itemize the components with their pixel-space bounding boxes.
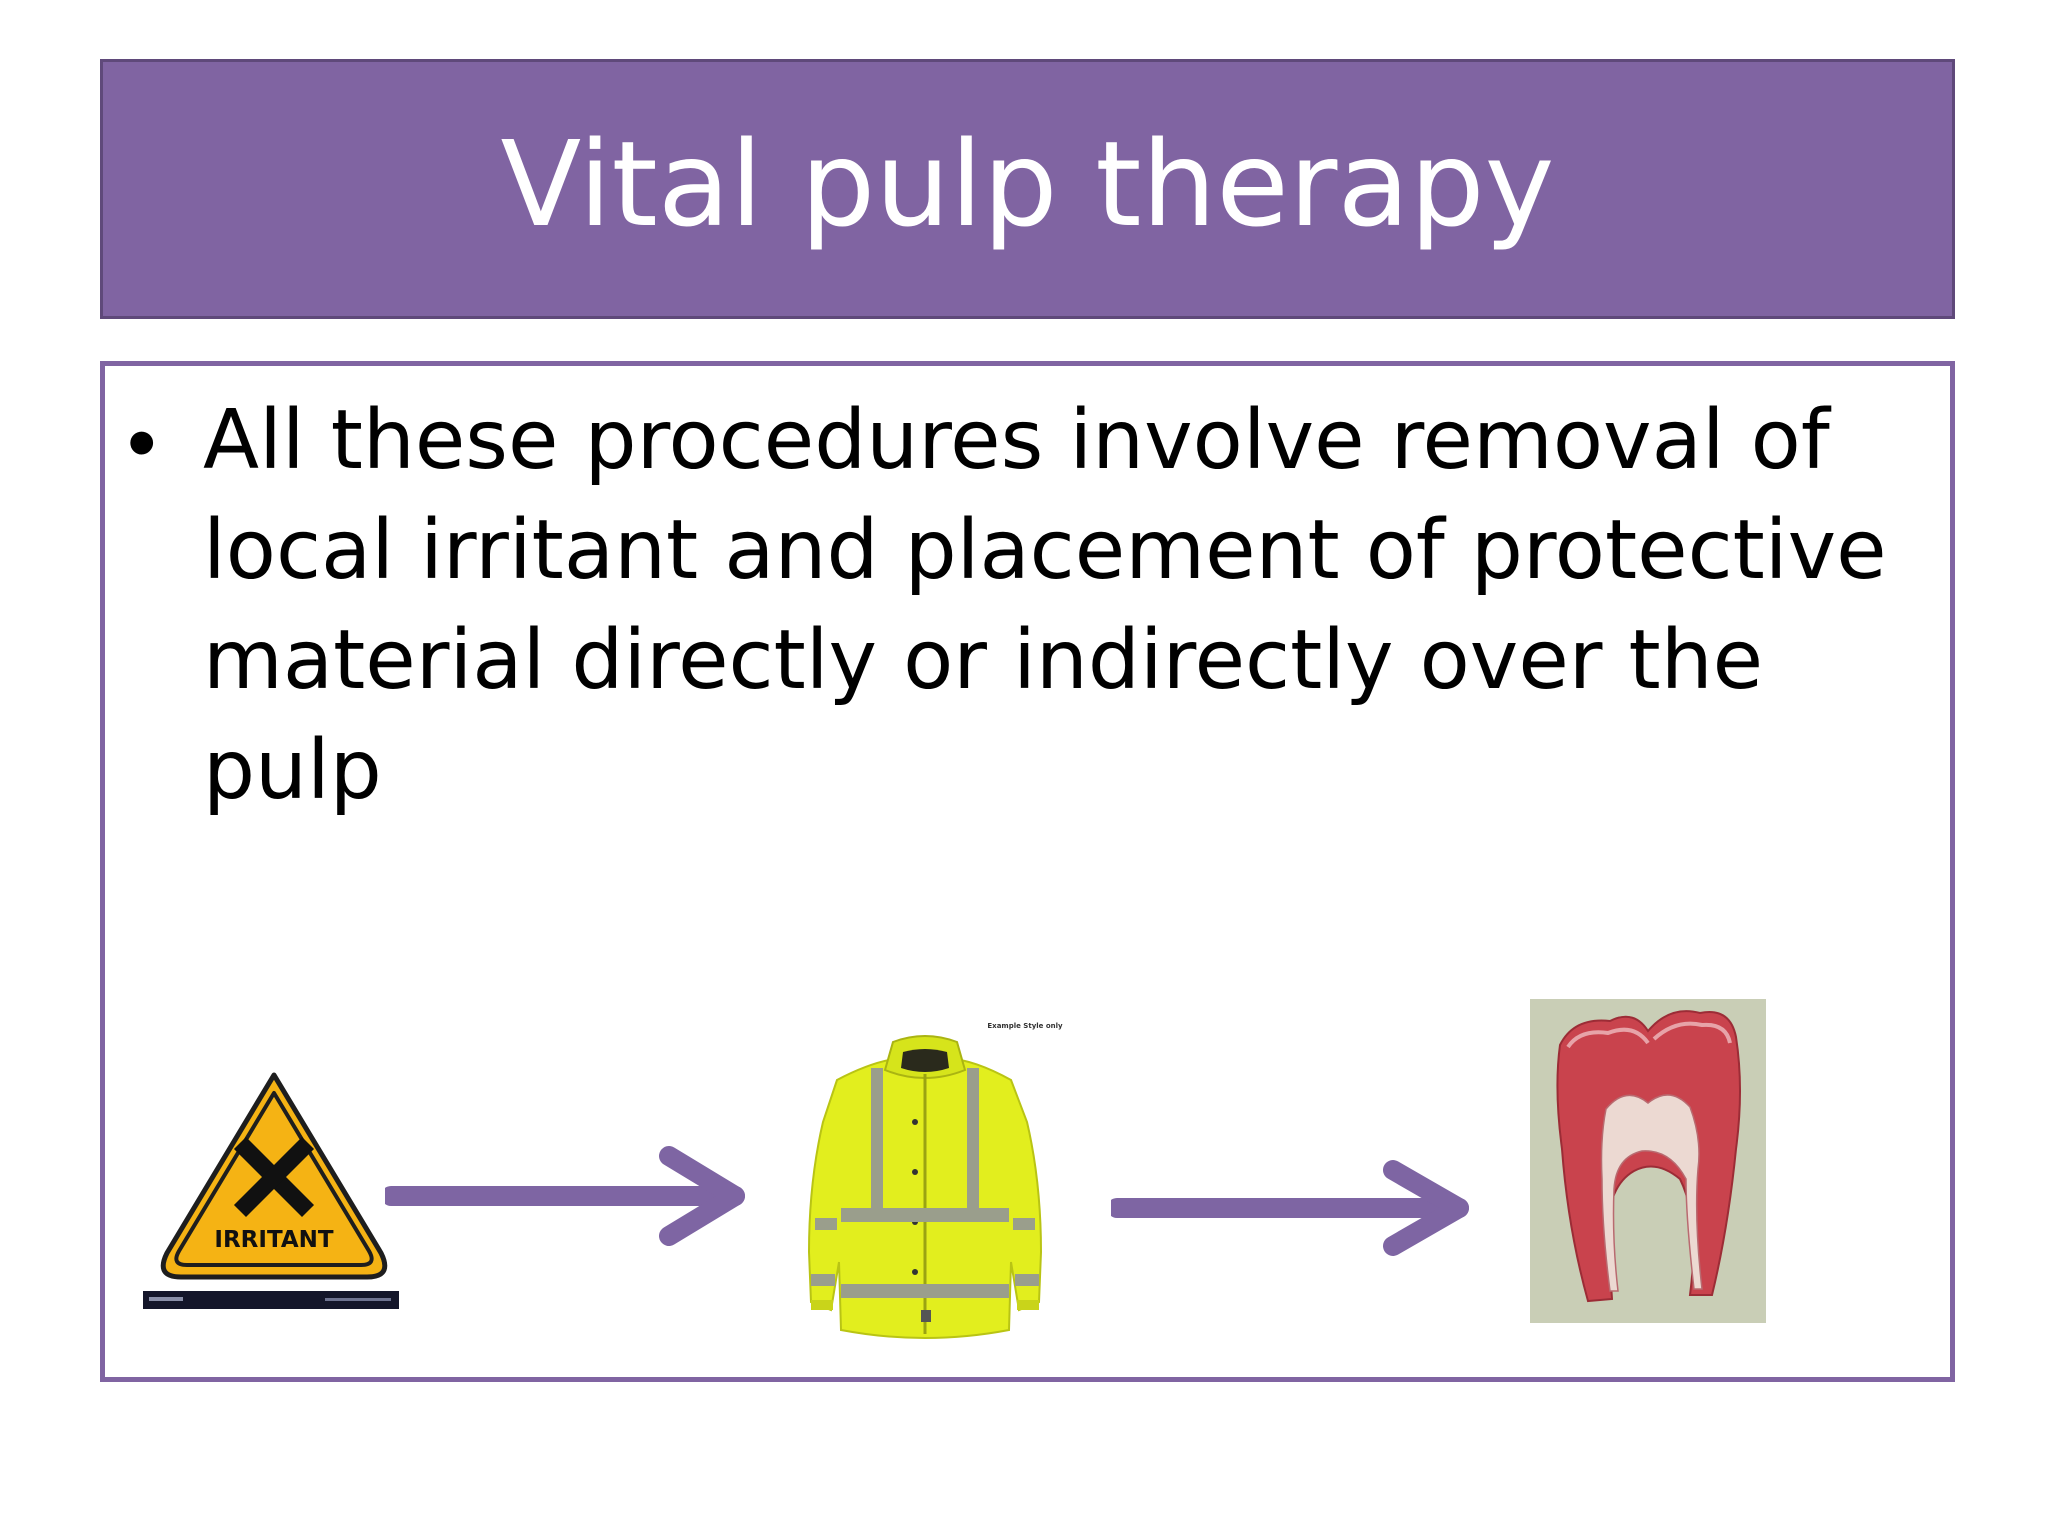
arrow-right-icon xyxy=(385,1146,745,1246)
irritant-label: IRRITANT xyxy=(214,1227,333,1253)
arrow-right-icon xyxy=(1111,1160,1469,1256)
bullet-text: All these procedures involve removal of … xyxy=(203,393,1887,818)
bullet-dot: • xyxy=(127,395,157,489)
bullet-item: • All these procedures involve removal o… xyxy=(127,386,1917,826)
title-bar: Vital pulp therapy xyxy=(100,59,1955,319)
irritant-sign-icon: IRRITANT xyxy=(143,1072,399,1309)
x-mark-icon xyxy=(233,1136,315,1218)
content-box: • All these procedures involve removal o… xyxy=(100,361,1955,1382)
hi-vis-jacket-icon: Example Style only xyxy=(807,1022,1063,1339)
jacket-caption: Example Style only xyxy=(987,1022,1063,1030)
sign-footer-bar xyxy=(143,1291,399,1309)
slide-title: Vital pulp therapy xyxy=(500,115,1555,253)
tooth-cross-section-icon xyxy=(1530,999,1766,1323)
